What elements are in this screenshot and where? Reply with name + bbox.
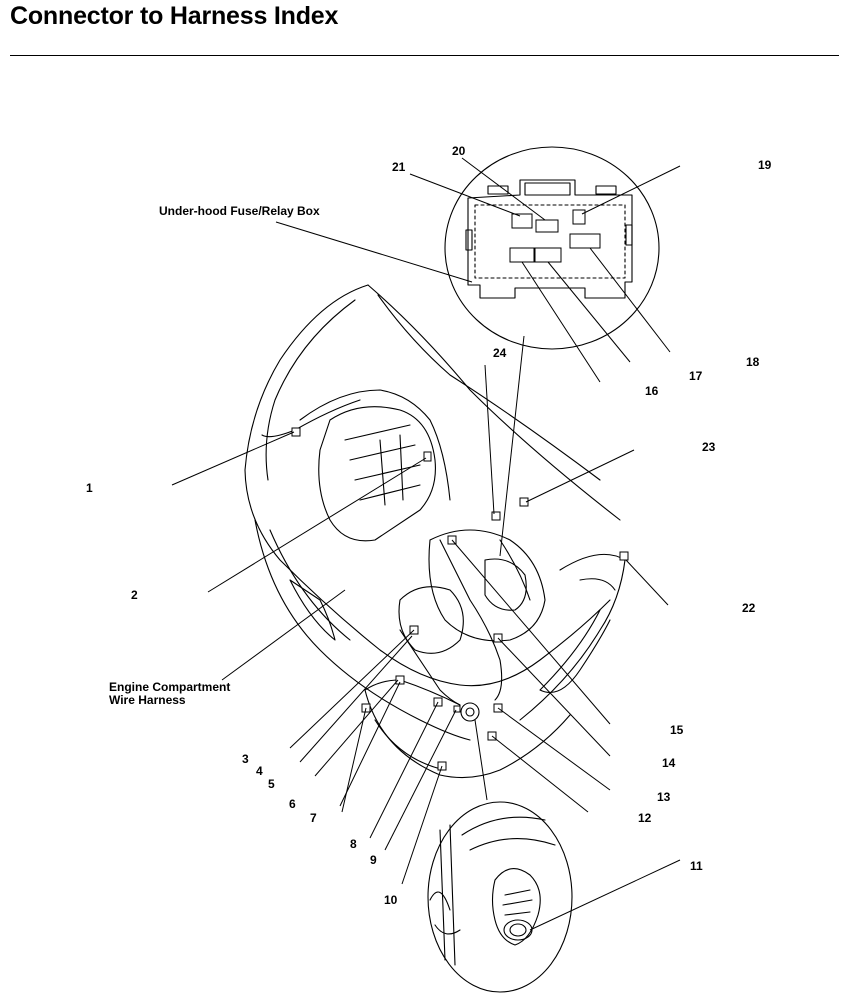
callout-22: 22 [742, 601, 756, 615]
leader-lines [171, 157, 681, 931]
page-title: Connector to Harness Index [10, 2, 339, 30]
callout-15: 15 [670, 723, 684, 737]
callout-9: 9 [370, 853, 377, 867]
connector-11-detail [427, 801, 573, 993]
callout-3: 3 [242, 752, 249, 766]
callout-6: 6 [289, 797, 296, 811]
callout-1: 1 [86, 481, 93, 495]
callout-18: 18 [746, 355, 760, 369]
callout-19: 19 [758, 158, 772, 172]
callout-16: 16 [645, 384, 659, 398]
callout-4: 4 [256, 764, 263, 778]
title-divider [10, 55, 839, 56]
callout-2: 2 [131, 588, 138, 602]
callout-10: 10 [384, 893, 398, 907]
callout-numbers: 1 2 3 4 5 6 7 8 9 10 11 12 13 14 15 16 1… [86, 144, 772, 907]
harness-label-line2: Wire Harness [109, 693, 186, 707]
fuse-relay-box-detail [444, 146, 660, 350]
callout-20: 20 [452, 144, 466, 158]
callout-21: 21 [392, 160, 406, 174]
callout-8: 8 [350, 837, 357, 851]
fuse-relay-box-label: Under-hood Fuse/Relay Box [159, 204, 320, 218]
callout-17: 17 [689, 369, 703, 383]
callout-5: 5 [268, 777, 275, 791]
callout-7: 7 [310, 811, 317, 825]
car-front-view [244, 284, 629, 779]
callout-23: 23 [702, 440, 716, 454]
callout-13: 13 [657, 790, 671, 804]
callout-12: 12 [638, 811, 652, 825]
callout-24: 24 [493, 346, 507, 360]
callout-14: 14 [662, 756, 676, 770]
harness-label-line1: Engine Compartment [109, 680, 230, 694]
callout-11: 11 [690, 859, 703, 873]
